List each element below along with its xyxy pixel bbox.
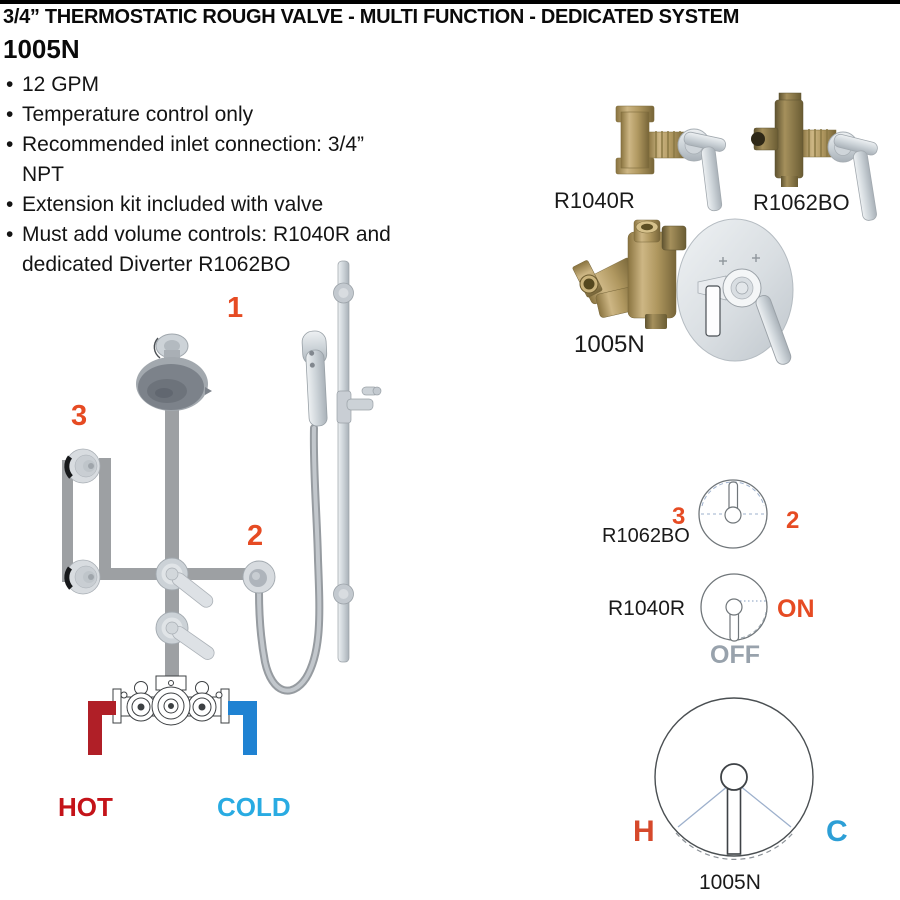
callout-2-handshower-outlet: 2: [247, 520, 264, 552]
r1062bo-product-image: [751, 92, 878, 221]
cold-label: COLD: [217, 792, 291, 822]
1005n-product-image: [572, 218, 794, 365]
volume-dial-label: R1040R: [608, 597, 686, 620]
handshower: [301, 330, 382, 427]
hot-label: HOT: [58, 792, 113, 822]
volume-valve: [155, 611, 215, 660]
showerhead: [136, 333, 212, 411]
r1040r-product-image: [615, 105, 727, 212]
r1040r-product-label: R1040R: [554, 188, 635, 213]
thermostat-dial-cold-label: C: [826, 815, 848, 848]
volume-dial-on-label: ON: [777, 595, 815, 623]
slide-bar: [333, 260, 354, 663]
body-spray-bottom: [64, 559, 101, 595]
volume-dial-diagram: [700, 573, 768, 642]
1005n-product-label: 1005N: [574, 331, 645, 358]
diverter-dial-label: R1062BO: [602, 525, 690, 547]
feature-item: Recommended inlet connection: 3/4” NPT: [5, 130, 403, 190]
thermostat-dial-label: 1005N: [699, 871, 761, 894]
thermostat-dial-diagram: [654, 697, 814, 861]
feature-item: Temperature control only: [5, 100, 403, 130]
body-spray-top: [64, 448, 101, 484]
diverter-dial-position-3: 3: [672, 503, 686, 530]
handshower-hose: [255, 424, 324, 695]
page-title: 3/4” THERMOSTATIC ROUGH VALVE - MULTI FU…: [3, 6, 740, 28]
thermostat-dial-hot-label: H: [633, 815, 655, 848]
callout-1-showerhead: 1: [227, 292, 244, 324]
feature-list: 12 GPM Temperature control only Recommen…: [5, 70, 403, 280]
feature-item: Must add volume controls: R1040R and ded…: [5, 220, 403, 280]
diverter-valve: [155, 557, 214, 608]
cold-supply-pipe: [228, 701, 257, 755]
volume-dial-off-label: OFF: [710, 641, 760, 669]
feature-item: Extension kit included with valve: [5, 190, 403, 220]
diverter-dial-position-2: 2: [786, 507, 800, 534]
model-number-heading: 1005N: [3, 34, 80, 64]
diverter-dial-diagram: [698, 479, 768, 549]
feature-item: 12 GPM: [5, 70, 403, 100]
hot-supply-pipe: [88, 701, 116, 755]
callout-3-body-sprays: 3: [71, 400, 88, 432]
r1062bo-product-label: R1062BO: [753, 190, 850, 215]
handshower-outlet-elbow: [242, 560, 276, 594]
shower-system-diagram: [62, 260, 382, 755]
top-rule: [0, 0, 900, 4]
rough-valve-drawing: [112, 675, 230, 726]
